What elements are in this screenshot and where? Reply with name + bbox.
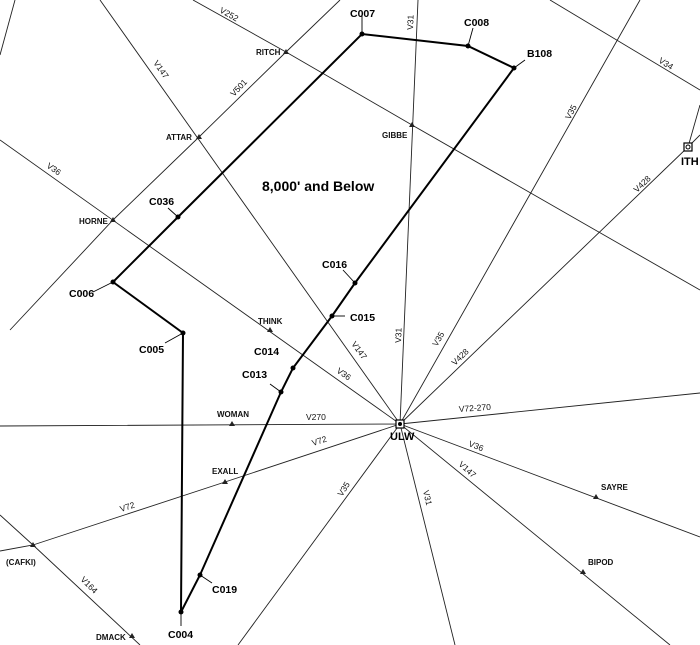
label-v270: V270 bbox=[306, 412, 326, 422]
fix-cafki: (CAFKI) bbox=[6, 558, 36, 567]
route-points bbox=[110, 31, 517, 615]
ith-vor-icon bbox=[683, 142, 693, 152]
fix-gibbe: GIBBE bbox=[382, 131, 408, 140]
airway-v428 bbox=[399, 134, 700, 425]
fix-attar: ATTAR bbox=[166, 133, 192, 142]
waypoint-c036: C036 bbox=[149, 196, 174, 208]
label-v428-ne: V428 bbox=[449, 346, 470, 367]
route-leaders bbox=[92, 16, 526, 626]
waypoint-c013: C013 bbox=[242, 369, 267, 381]
airway-v164 bbox=[0, 514, 141, 645]
waypoint-c015: C015 bbox=[350, 312, 375, 324]
fix-woman: WOMAN bbox=[217, 410, 249, 419]
label-v31-n: V31 bbox=[393, 327, 404, 343]
waypoint-c008: C008 bbox=[464, 17, 489, 29]
airway-v36 bbox=[0, 139, 700, 538]
airway-v34 bbox=[549, 0, 700, 91]
airway-v501 bbox=[9, 0, 341, 331]
airway-v72 bbox=[0, 423, 401, 552]
waypoint-c006: C006 bbox=[69, 288, 94, 300]
label-v164: V164 bbox=[79, 574, 100, 595]
airway-v31 bbox=[399, 0, 456, 645]
label-v31-top: V31 bbox=[405, 14, 416, 30]
fix-horne: HORNE bbox=[79, 217, 109, 226]
waypoint-c005: C005 bbox=[139, 344, 164, 356]
airway-v270 bbox=[0, 392, 700, 427]
label-v147-mid: V147 bbox=[349, 339, 369, 361]
airway-v147 bbox=[99, 0, 671, 645]
airway-v252 bbox=[192, 0, 700, 291]
label-v35-n: V35 bbox=[563, 103, 579, 121]
airway-west-edge bbox=[0, 0, 16, 56]
waypoint-b108: B108 bbox=[527, 48, 552, 60]
route-path bbox=[111, 32, 516, 613]
label-v147-se: V147 bbox=[457, 459, 479, 480]
fix-triangles bbox=[30, 49, 599, 638]
waypoint-c016: C016 bbox=[322, 259, 347, 271]
label-v35-sw: V35 bbox=[335, 480, 352, 498]
ulw-vor-icon bbox=[395, 419, 405, 429]
fix-think: THINK bbox=[258, 317, 283, 326]
altitude-title: 8,000' and Below bbox=[262, 178, 374, 194]
label-v36-nw: V36 bbox=[45, 160, 63, 177]
fix-bipod: BIPOD bbox=[588, 558, 614, 567]
label-v72-e: V72 bbox=[311, 434, 329, 448]
waypoint-c007: C007 bbox=[350, 8, 375, 20]
airway-ith-north bbox=[687, 104, 700, 148]
fix-ritch: RITCH bbox=[256, 48, 281, 57]
label-v72-270: V72-270 bbox=[458, 402, 491, 414]
label-v35-s: V35 bbox=[430, 330, 446, 348]
label-v36-se: V36 bbox=[467, 439, 485, 454]
label-v72-w: V72 bbox=[119, 500, 137, 514]
waypoint-c004: C004 bbox=[168, 629, 193, 641]
label-v34: V34 bbox=[657, 55, 675, 72]
label-v501: V501 bbox=[228, 77, 249, 99]
navaid-ulw: ULW bbox=[390, 431, 415, 443]
fix-sayre: SAYRE bbox=[601, 483, 628, 492]
waypoint-c014: C014 bbox=[254, 346, 279, 358]
navaid-ith: ITH bbox=[681, 156, 699, 168]
label-v31-s: V31 bbox=[421, 489, 434, 506]
waypoint-c019: C019 bbox=[212, 584, 237, 596]
fix-exall: EXALL bbox=[212, 467, 238, 476]
fix-dmack: DMACK bbox=[96, 633, 126, 642]
